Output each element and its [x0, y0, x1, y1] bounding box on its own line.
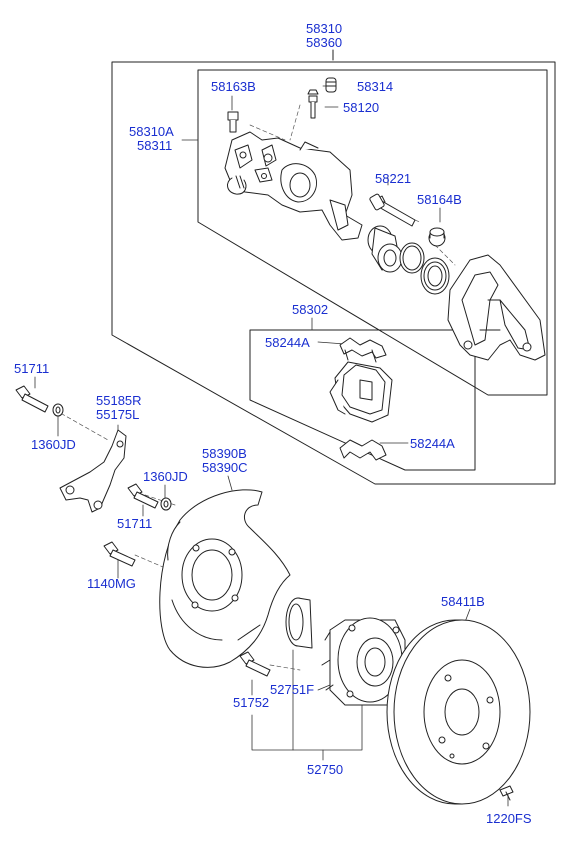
label-1220FS[interactable]: 1220FS — [486, 811, 532, 826]
label-58314[interactable]: 58314 — [357, 79, 394, 94]
label-51752[interactable]: 51752 — [233, 695, 270, 710]
guide-bolt-58163B — [227, 111, 239, 133]
label-58390C[interactable]: 58390C — [202, 460, 248, 475]
label-58310A[interactable]: 58310A — [129, 124, 174, 139]
brake-disc — [386, 619, 531, 805]
label-52751F[interactable]: 52751F — [270, 682, 315, 697]
label-58120[interactable]: 58120 — [343, 100, 380, 115]
label-58244A-upper[interactable]: 58244A — [265, 335, 310, 350]
dust-boot — [420, 257, 450, 295]
bolt-51711-upper — [15, 385, 49, 413]
bolt-1140MG — [103, 541, 136, 567]
label-58310[interactable]: 58310 — [306, 21, 343, 36]
pad-clip-upper — [339, 337, 387, 363]
piston-seal — [399, 242, 425, 274]
label-58360[interactable]: 58360 — [306, 35, 343, 50]
bracket-55185R — [59, 429, 127, 513]
label-58390B[interactable]: 58390B — [202, 446, 247, 461]
label-51711-upper[interactable]: 51711 — [14, 361, 50, 376]
hub-seal-ring — [285, 597, 313, 649]
washer-1360JD-left — [52, 403, 64, 417]
caliper-housing-frame — [197, 69, 548, 396]
label-58411B[interactable]: 58411B — [441, 594, 485, 609]
caliper-carrier — [447, 254, 546, 361]
label-58164B[interactable]: 58164B — [417, 192, 462, 207]
bolt-51711-mid — [127, 483, 159, 509]
piston — [367, 225, 403, 273]
pad-clip-lower — [339, 439, 387, 461]
dust-shield — [159, 489, 291, 668]
leader-lines — [34, 85, 509, 807]
label-1140MG[interactable]: 1140MG — [87, 576, 136, 591]
label-1360JD-left[interactable]: 1360JD — [31, 437, 76, 452]
label-58311[interactable]: 58311 — [137, 138, 173, 153]
label-55185R[interactable]: 55185R — [96, 393, 142, 408]
boot-58164B — [428, 227, 446, 247]
pad-kit-frame — [249, 329, 476, 471]
guide-pin-58221 — [369, 193, 416, 227]
label-58244A-lower[interactable]: 58244A — [410, 436, 455, 451]
caliper-assembly-frame — [111, 49, 556, 485]
label-58302[interactable]: 58302 — [292, 302, 329, 317]
bleeder-screw-58120 — [307, 89, 319, 119]
label-58221[interactable]: 58221 — [375, 171, 412, 186]
wheel-stud-51752 — [239, 651, 271, 677]
label-55175L[interactable]: 55175L — [96, 407, 140, 422]
washer-1360JD-mid — [160, 497, 172, 511]
hub-bearing — [321, 617, 406, 706]
label-52750[interactable]: 52750 — [307, 762, 344, 777]
disc-screw-1220FS — [499, 785, 514, 801]
label-58163B[interactable]: 58163B — [211, 79, 256, 94]
caliper-body — [224, 131, 363, 241]
label-51711-mid[interactable]: 51711 — [117, 516, 153, 531]
brake-pads — [329, 361, 393, 423]
label-1360JD-mid[interactable]: 1360JD — [143, 469, 188, 484]
bleeder-cap-58314 — [325, 77, 337, 93]
